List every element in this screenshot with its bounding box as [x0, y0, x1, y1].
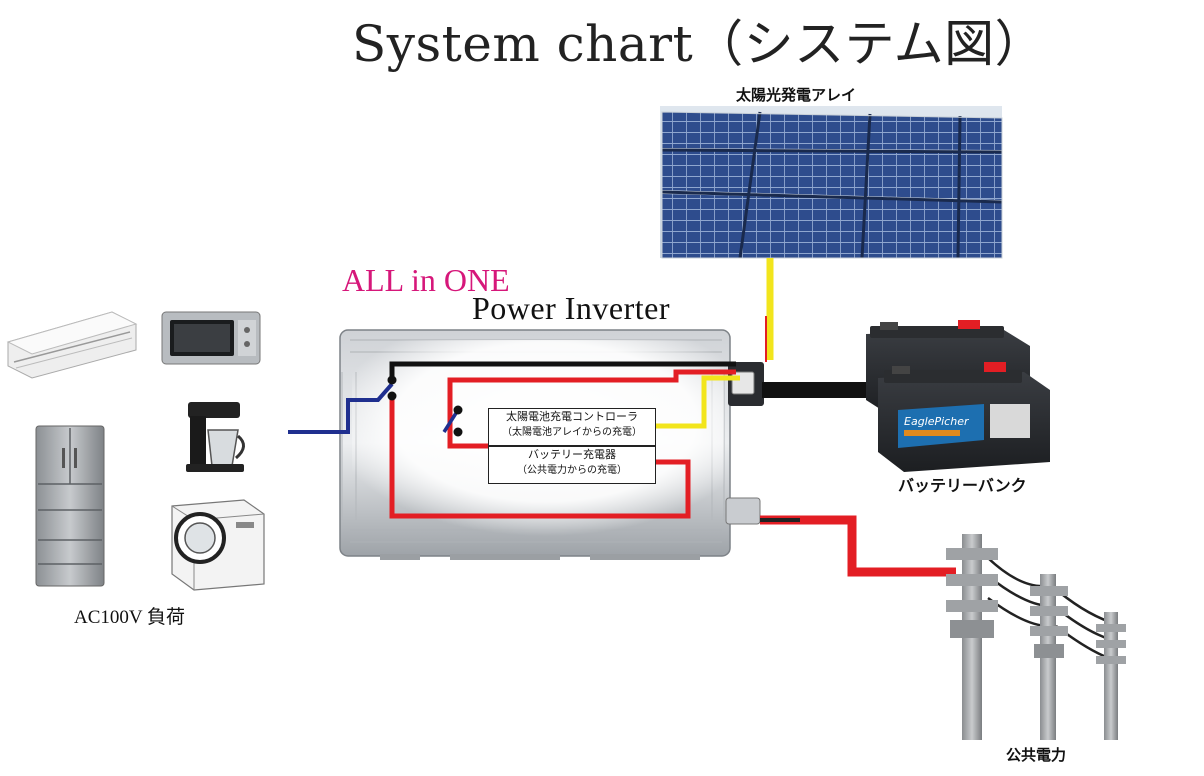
diagram-title: System chart（システム図）	[352, 15, 1046, 73]
solar-array-label: 太陽光発電アレイ	[736, 86, 857, 104]
refrigerator-image	[35, 425, 105, 587]
battery-bank-label: バッテリーバンク	[898, 476, 1027, 495]
ac-load-label: AC100V 負荷	[74, 607, 186, 628]
wiring	[288, 258, 956, 577]
charger-label: バッテリー充電器	[528, 448, 616, 461]
inverter-tagline: ALL in ONE	[342, 262, 510, 298]
controller-label: 太陽電池充電コントローラ	[506, 410, 638, 423]
coffee-maker-image	[186, 402, 245, 472]
air-conditioner-image	[6, 311, 138, 379]
charger-sublabel: （公共電力からの充電）	[517, 465, 627, 476]
charger-box: バッテリー充電器 （公共電力からの充電）	[488, 446, 656, 484]
utility-grid-label: 公共電力	[1006, 746, 1067, 764]
battery-brand: EaglePicher	[904, 415, 970, 428]
washing-machine-image	[171, 499, 265, 591]
controller-sublabel: （太陽電池アレイからの充電）	[502, 427, 642, 438]
utility-poles-image	[946, 534, 1126, 740]
battery-bank-image: EaglePicher	[866, 320, 1050, 472]
solar-array-image	[660, 106, 1003, 259]
microwave-image	[161, 311, 261, 365]
inverter-body	[339, 329, 764, 560]
inverter-name: Power Inverter	[472, 290, 671, 326]
controller-box: 太陽電池充電コントローラ （太陽電池アレイからの充電）	[488, 408, 656, 446]
